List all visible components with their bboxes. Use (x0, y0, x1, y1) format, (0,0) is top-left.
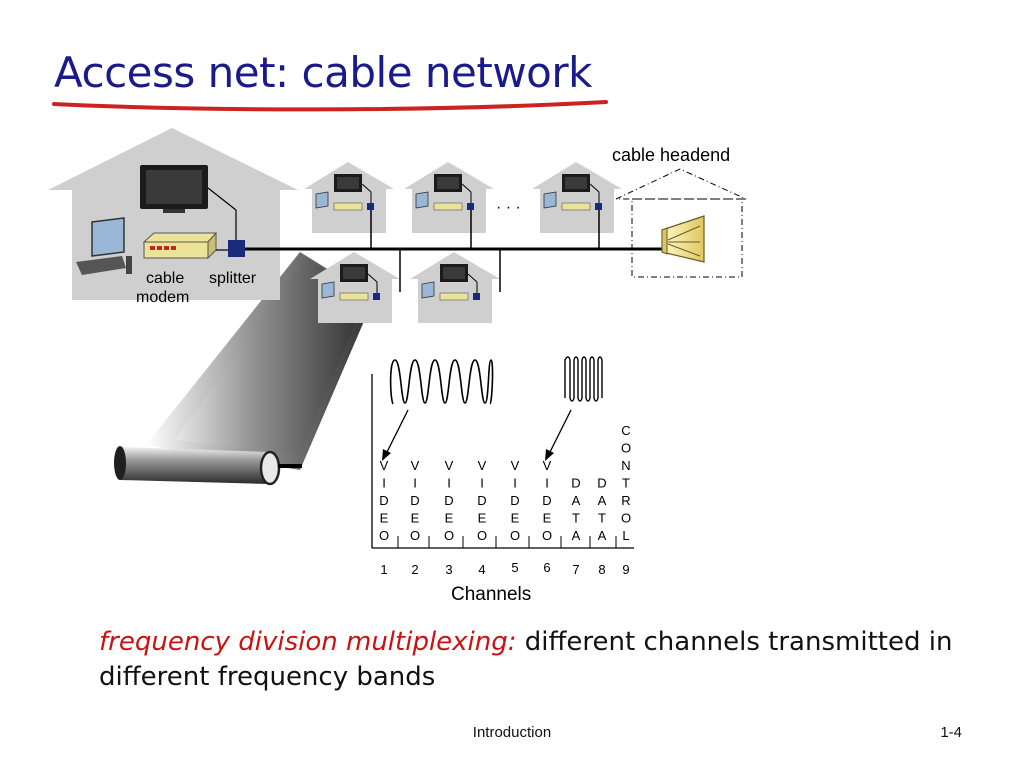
channel-2-letter: V (411, 458, 420, 473)
slide-title: Access net: cable network (54, 48, 592, 97)
channel-5-letter: O (510, 528, 520, 543)
channel-number: 9 (622, 562, 629, 577)
home-house-small (410, 252, 500, 323)
channel-4-letter: O (477, 528, 487, 543)
channel-4-letter: V (478, 458, 487, 473)
cable-headend-house (615, 168, 747, 278)
more-homes-ellipsis: · · · (496, 199, 521, 216)
cable-modem-label: cable (146, 270, 184, 287)
tv-icon (140, 165, 208, 213)
channel-4-letter: D (477, 493, 486, 508)
channel-9-letter: O (621, 511, 631, 526)
coax-cable-icon (114, 446, 302, 486)
channel-7-letter: A (572, 493, 581, 508)
title-underline (52, 100, 608, 112)
channel-1-letter: I (382, 476, 386, 491)
channel-6-letter: D (542, 493, 551, 508)
computer-icon (76, 217, 132, 275)
arrow-to-channel-1 (382, 409, 409, 461)
channel-number: 4 (478, 562, 485, 577)
channel-2-letter: E (411, 511, 420, 526)
home-house-small (310, 252, 400, 323)
channel-9-letter: N (621, 458, 630, 473)
channel-2-letter: O (410, 528, 420, 543)
channel-number: 5 (511, 560, 518, 575)
channel-3-letter: I (447, 476, 451, 491)
home-house-small (532, 162, 622, 233)
footer-section-title: Introduction (472, 724, 552, 741)
channel-7-letter: T (572, 511, 580, 526)
channel-7-letter: D (571, 476, 580, 491)
channel-6-letter: O (542, 528, 552, 543)
fdm-definition: different channels transmitted in differ… (99, 627, 953, 692)
channel-8-letter: T (598, 511, 606, 526)
channel-columns: VIDEO1VIDEO2VIDEO3VIDEO4VIDEO5VIDEO6DATA… (379, 423, 631, 577)
channel-5-letter: V (511, 458, 520, 473)
channel-4-letter: E (478, 511, 487, 526)
channel-3-letter: V (445, 458, 454, 473)
splitter-icon (228, 240, 245, 257)
channel-9-letter: L (622, 528, 629, 543)
waveform-low-freq (389, 359, 494, 405)
channel-1-letter: D (379, 493, 388, 508)
channels-label: Channels (451, 584, 531, 605)
cable-modem-icon (142, 231, 218, 260)
channel-5-letter: I (513, 476, 517, 491)
channel-8-letter: D (597, 476, 606, 491)
arrow-to-channel-6 (545, 409, 572, 461)
footer-page-number: 1-4 (940, 724, 962, 741)
channel-2-letter: D (410, 493, 419, 508)
home-house-small (404, 162, 494, 233)
channel-8-letter: A (598, 493, 607, 508)
channel-8-letter: A (598, 528, 607, 543)
fdm-term: frequency division multiplexing: (99, 627, 517, 657)
channel-5-letter: E (511, 511, 520, 526)
channel-number: 8 (598, 562, 605, 577)
channel-number: 6 (543, 560, 550, 575)
waveform-high-freq (564, 356, 603, 402)
cable-headend-label: cable headend (612, 145, 730, 165)
channel-4-letter: I (480, 476, 484, 491)
channel-5-letter: D (510, 493, 519, 508)
channel-3-letter: D (444, 493, 453, 508)
channel-number: 3 (445, 562, 452, 577)
channel-1-letter: E (380, 511, 389, 526)
channel-6-letter: E (543, 511, 552, 526)
channel-9-letter: C (621, 423, 630, 438)
channel-7-letter: A (572, 528, 581, 543)
channel-9-letter: T (622, 476, 630, 491)
fdm-description: frequency division multiplexing: differe… (99, 625, 979, 695)
home-house-large (48, 128, 298, 300)
channel-1-letter: V (380, 458, 389, 473)
headend-horn-icon (661, 215, 705, 263)
channel-number: 1 (380, 562, 387, 577)
channel-2-letter: I (413, 476, 417, 491)
splitter-label: splitter (209, 270, 257, 287)
channel-number: 7 (572, 562, 579, 577)
channel-1-letter: O (379, 528, 389, 543)
channel-9-letter: R (621, 493, 630, 508)
channel-6-letter: V (543, 458, 552, 473)
home-house-small (304, 162, 394, 233)
channel-3-letter: O (444, 528, 454, 543)
channel-number: 2 (411, 562, 418, 577)
channel-6-letter: I (545, 476, 549, 491)
channel-3-letter: E (445, 511, 454, 526)
channel-9-letter: O (621, 441, 631, 456)
cable-modem-label-2: modem (136, 289, 189, 306)
